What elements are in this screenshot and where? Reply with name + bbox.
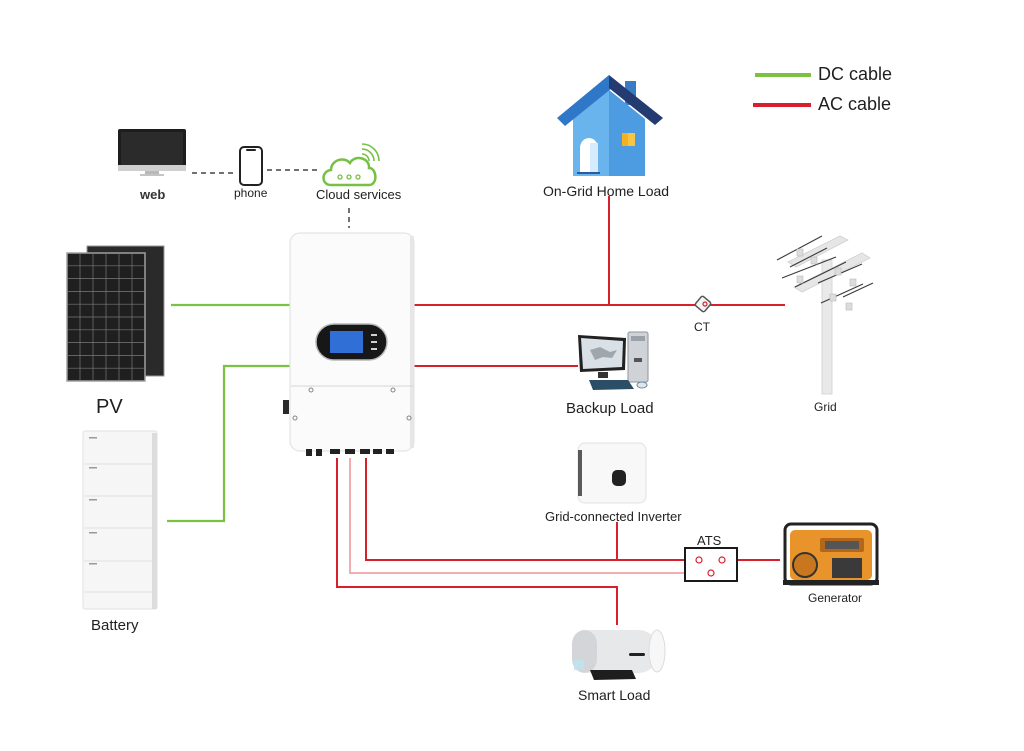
smart-load-label: Smart Load <box>578 687 651 703</box>
generator-icon <box>783 522 879 586</box>
house-icon <box>557 75 663 176</box>
grid-label: Grid <box>814 400 837 414</box>
ac-cable-light <box>349 458 708 574</box>
ct-label: CT <box>694 320 710 334</box>
battery-icon <box>82 430 158 610</box>
grid-pole-icon <box>776 235 874 395</box>
phone-label: phone <box>234 186 268 200</box>
pv-panel-icon <box>66 245 165 382</box>
battery-label: Battery <box>91 617 139 634</box>
backup-load-label: Backup Load <box>566 400 654 417</box>
pv-label: PV <box>96 396 123 418</box>
ct-sensor-icon <box>694 295 712 313</box>
legend-ac-label: AC cable <box>818 94 892 114</box>
comm-links <box>192 169 350 228</box>
ats-switch <box>684 547 738 582</box>
grid-inverter-label: Grid-connected Inverter <box>545 509 682 524</box>
cloud-icon <box>322 143 380 187</box>
hybrid-inverter-icon <box>283 232 415 456</box>
phone-icon <box>239 146 263 186</box>
home-load-label: On-Grid Home Load <box>543 183 670 199</box>
grid-connected-inverter-icon <box>577 442 647 504</box>
cloud-label: Cloud services <box>316 187 402 202</box>
generator-label: Generator <box>808 591 863 605</box>
web-label: web <box>140 187 166 202</box>
ats-label: ATS <box>697 533 722 548</box>
dc-cables <box>167 303 292 523</box>
web-monitor-icon <box>118 129 186 176</box>
backup-load-computer-icon <box>578 331 649 390</box>
legend-dc-label: DC cable <box>818 64 893 84</box>
smart-load-water-heater-icon <box>572 629 666 680</box>
